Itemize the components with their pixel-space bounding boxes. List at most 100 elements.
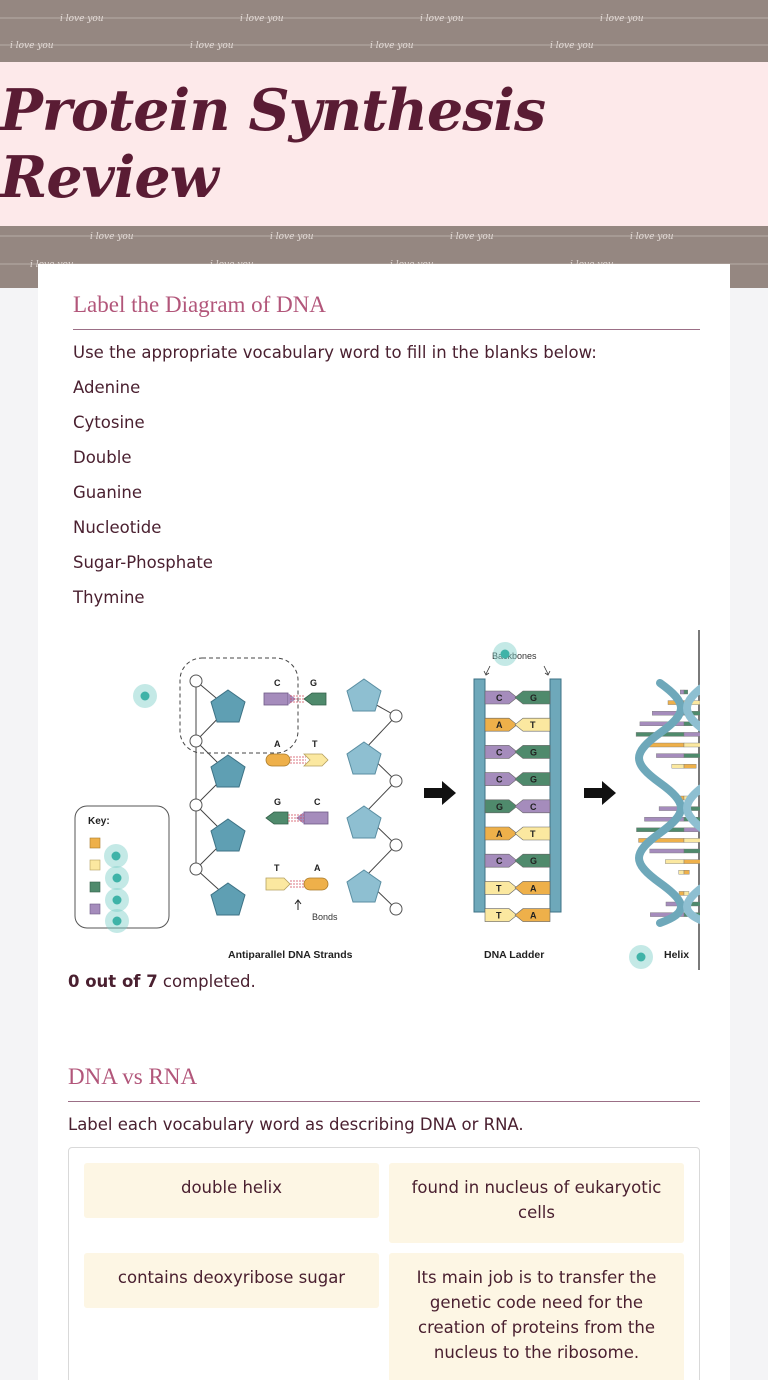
right-arrow-icon — [584, 781, 616, 805]
key-label: Key: — [88, 816, 110, 827]
helix-rung — [656, 753, 700, 758]
helix-rung — [678, 869, 690, 875]
worksheet-card: Label the Diagram of DNA Use the appropr… — [38, 264, 730, 1380]
base-letter: A — [530, 883, 537, 893]
ladder-backbone-left — [473, 678, 486, 913]
helix-strand — [683, 684, 700, 925]
section-instructions: Label each vocabulary word as describing… — [68, 1115, 524, 1134]
base-letter: G — [530, 775, 537, 785]
band-text: i love you — [190, 41, 234, 51]
base-letter: T — [312, 739, 318, 749]
helix-rung — [649, 848, 700, 854]
page-title: Protein Synthesis Review — [0, 77, 546, 211]
vocab-word[interactable]: Sugar-Phosphate — [73, 553, 213, 572]
draggable-term-chip[interactable]: Its main job is to transfer the genetic … — [389, 1253, 684, 1380]
band-text: i love you — [90, 232, 134, 242]
helix-rung — [678, 891, 690, 896]
section-heading-dna-diagram: Label the Diagram of DNA — [73, 292, 326, 317]
base-letter: T — [530, 829, 536, 839]
progress-suffix: completed. — [157, 972, 256, 991]
progress-count: 0 out of 7 — [68, 972, 158, 991]
chip-label: Its main job is to transfer the genetic … — [416, 1268, 657, 1362]
bonds-label: Bonds — [312, 912, 338, 922]
vocab-word[interactable]: Double — [73, 448, 132, 467]
base-letter: G — [530, 856, 537, 866]
drop-target-dot[interactable] — [133, 684, 157, 708]
top-decorative-band: i love you i love you i love you i love … — [0, 0, 768, 62]
drop-target-dot[interactable] — [493, 642, 517, 666]
sorting-area: double helix found in nucleus of eukaryo… — [68, 1147, 700, 1380]
draggable-term-chip[interactable]: found in nucleus of eukaryotic cells — [389, 1163, 684, 1243]
right-backbone-zigzag — [363, 697, 397, 910]
draggable-term-chip[interactable]: contains deoxyribose sugar — [84, 1253, 379, 1308]
band-text: i love you — [550, 41, 594, 51]
base-letter: G — [274, 797, 281, 807]
base-letter: C — [496, 856, 503, 866]
right-sugars — [346, 678, 382, 903]
helix-rung — [638, 838, 700, 843]
band-text: i love you — [60, 14, 104, 24]
base-letter: C — [314, 797, 321, 807]
base-letter: A — [530, 911, 537, 921]
band-text: i love you — [630, 232, 674, 242]
dna-helix — [635, 679, 700, 927]
section-divider — [68, 1101, 700, 1102]
base-letter: T — [496, 911, 502, 921]
band-text: i love you — [600, 14, 644, 24]
base-pair-4: T A — [265, 863, 329, 891]
band-text: i love you — [420, 14, 464, 24]
helix-rung — [665, 859, 700, 864]
base-letter: A — [274, 739, 281, 749]
key-swatch-thymine — [89, 859, 101, 871]
drop-target-dot[interactable] — [104, 844, 128, 868]
base-letter: G — [530, 747, 537, 757]
phosphate-dots — [189, 674, 403, 916]
drop-target-dot[interactable] — [629, 945, 653, 969]
vocab-word[interactable]: Cytosine — [73, 413, 145, 432]
key-swatch-cytosine — [89, 903, 101, 915]
section-heading-dna-vs-rna: DNA vs RNA — [68, 1064, 198, 1089]
ladder-backbone-right — [549, 678, 562, 913]
vocab-word[interactable]: Thymine — [73, 588, 145, 607]
vocab-word[interactable]: Guanine — [73, 483, 143, 502]
band-text: i love you — [240, 14, 284, 24]
base-pair-1: C G — [263, 678, 327, 706]
chip-label: contains deoxyribose sugar — [117, 1268, 346, 1287]
base-letter: G — [310, 678, 317, 688]
title-panel: Protein Synthesis Review — [0, 62, 768, 226]
draggable-term-chip[interactable]: double helix — [84, 1163, 379, 1218]
chip-label: double helix — [180, 1178, 283, 1197]
helix-rung — [635, 732, 700, 737]
drop-target-dot[interactable] — [105, 909, 129, 933]
base-letter: A — [314, 863, 321, 873]
base-letter: C — [530, 802, 537, 812]
caption-ladder: DNA Ladder — [484, 949, 544, 961]
backbones-label: Backbones — [492, 651, 537, 661]
key-swatch-guanine — [89, 881, 101, 893]
band-text: i love you — [370, 41, 414, 51]
section-instructions: Use the appropriate vocabulary word to f… — [73, 343, 597, 362]
base-letter: C — [496, 775, 503, 785]
vocab-word[interactable]: Adenine — [73, 378, 141, 397]
nucleotide-outline — [179, 657, 299, 754]
left-sugars — [210, 689, 246, 916]
band-text: i love you — [450, 232, 494, 242]
drop-target-dot[interactable] — [105, 866, 129, 890]
vocab-word[interactable]: Nucleotide — [73, 518, 162, 537]
section-divider — [73, 329, 700, 330]
base-letter: T — [274, 863, 280, 873]
drop-target-dot[interactable] — [105, 888, 129, 912]
helix-rung — [671, 763, 697, 769]
band-text: i love you — [270, 232, 314, 242]
base-letter: T — [496, 883, 502, 893]
band-pattern: i love you i love you i love you i love … — [0, 14, 768, 51]
helix-strand — [635, 679, 685, 927]
dna-diagram: C G A T G C T — [74, 630, 700, 970]
